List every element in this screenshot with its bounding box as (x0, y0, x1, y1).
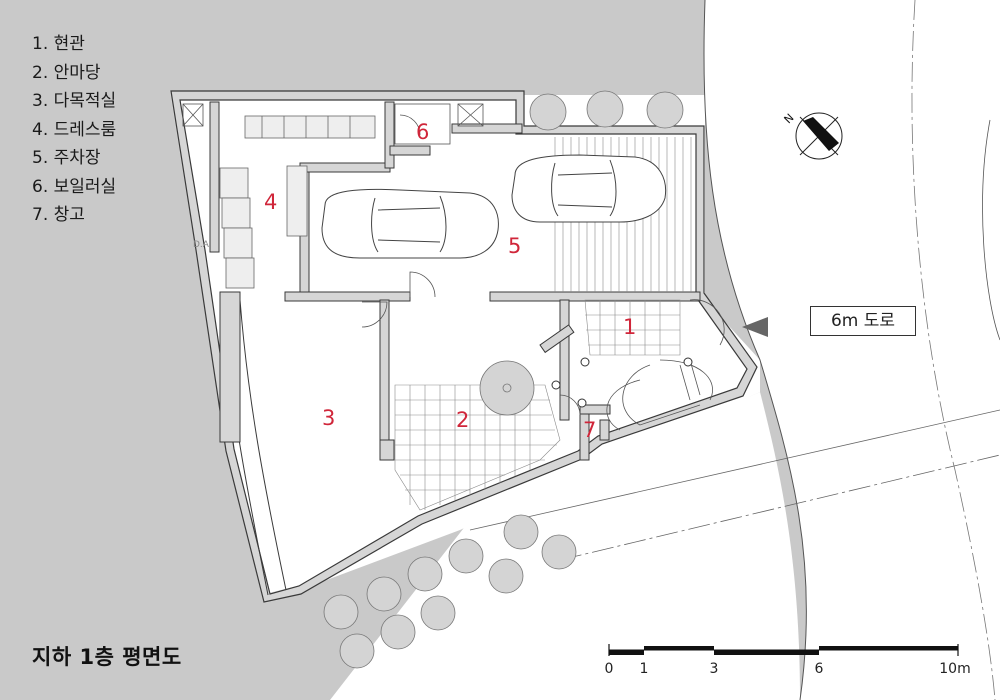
scale-tick-label: 0 (604, 661, 614, 677)
room-number-6: 6 (416, 120, 429, 144)
room-number-5: 5 (508, 234, 521, 258)
room-number-2: 2 (456, 408, 469, 432)
outer-wall-outline-in (179, 99, 748, 595)
door-swings (361, 114, 725, 416)
boiler-equipment (182, 103, 484, 145)
left-curved-wall-inner (239, 299, 287, 591)
outer-wall-outline-out (170, 90, 758, 603)
legend-item: 2. 안마당 (32, 62, 101, 83)
courtyard-tile-grid (394, 384, 561, 511)
scale-tick-label: 3 (709, 661, 719, 677)
legend-item: 6. 보일러실 (32, 176, 117, 197)
road-label: 6m 도로 (810, 306, 916, 336)
column-marks (551, 357, 693, 408)
room-number-4: 4 (264, 190, 277, 214)
drawing-title: 지하 1층 평면도 (32, 645, 182, 669)
road-direction-triangle-icon (742, 317, 768, 337)
road-center-line (911, 0, 996, 700)
legend-item: 5. 주차장 (32, 148, 101, 168)
room-number-3: 3 (322, 406, 335, 430)
room-legend: 1. 현관 2. 안마당 3. 다목적실 4. 드레스룸 5. 주차장 6. 보… (32, 30, 116, 230)
courtyard-tree (479, 360, 535, 416)
legend-item: 3. 다목적실 (32, 91, 117, 111)
legend-item: 1. 현관 (32, 34, 85, 54)
room-number-7: 7 (583, 418, 596, 442)
spiral-stair (606, 359, 713, 431)
diagonal-road-line (469, 409, 1000, 531)
da-mark: D.A (193, 240, 210, 250)
right-road-area (703, 0, 1000, 700)
legend-item: 4. 드레스룸 (32, 119, 117, 140)
scale-bar (608, 644, 959, 656)
trees-top (529, 90, 684, 131)
car-parked-left (321, 188, 499, 259)
car-parked-right (511, 154, 667, 223)
scale-tick-label: 6 (814, 661, 824, 677)
scale-tick-label: 1 (639, 661, 649, 677)
road-edge-line (703, 0, 807, 700)
closet-shelving (219, 115, 376, 289)
diagonal-dashed-line (559, 454, 1000, 561)
legend-item: 7. 창고 (32, 205, 85, 225)
entrance-tile-grid (584, 299, 681, 356)
shelf-dividers (261, 116, 351, 138)
room-number-1: 1 (623, 315, 636, 339)
road-right-curve (982, 119, 1000, 341)
scale-tick-label: 10m (939, 661, 971, 677)
room-numbers: 1 2 3 4 5 6 7 (264, 120, 636, 442)
trees-bottom (323, 514, 577, 669)
